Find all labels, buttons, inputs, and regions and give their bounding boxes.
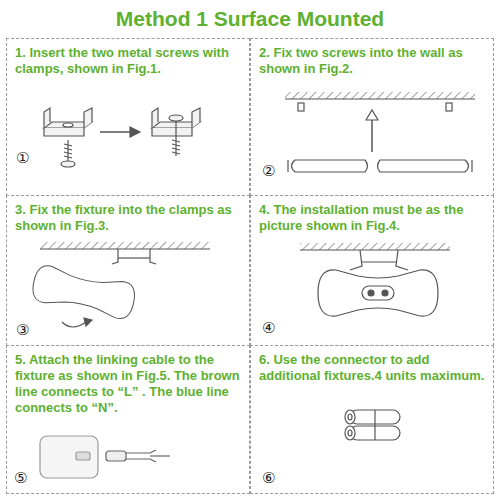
callout-number: ① — [16, 150, 29, 167]
ceiling-tube-figure — [285, 92, 475, 172]
step-instruction: 6. Use the connector to add additional f… — [259, 352, 485, 384]
step-panel: 6. Use the connector to add additional f… — [250, 345, 494, 494]
fixture-insert-figure — [30, 242, 210, 327]
callout-number: ⑥ — [262, 470, 275, 487]
step-instruction: 2. Fix two screws into the wall as shown… — [259, 45, 485, 77]
step-instruction: 5. Attach the linking cable to the fixtu… — [15, 352, 241, 416]
callout-number: ④ — [262, 320, 275, 337]
step-panel: 5. Attach the linking cable to the fixtu… — [6, 345, 250, 494]
step-instruction: 4. The installation must be as the pictu… — [259, 202, 485, 234]
step-instruction: 3. Fix the fixture into the clamps as sh… — [15, 202, 241, 234]
cable-plug-figure — [40, 436, 170, 478]
step-panel: 2. Fix two screws into the wall as shown… — [250, 38, 494, 196]
step-panel: 4. The installation must be as the pictu… — [250, 195, 494, 346]
callout-number: ⑤ — [14, 470, 27, 487]
step-panel: 3. Fix the fixture into the clamps as sh… — [6, 195, 250, 346]
step-panel: 1. Insert the two metal screws with clam… — [6, 38, 250, 196]
callout-number: ③ — [16, 322, 29, 339]
callout-number: ② — [262, 163, 275, 180]
step-instruction: 1. Insert the two metal screws with clam… — [15, 45, 241, 77]
connector-figure — [345, 410, 400, 440]
installed-fixture-figure — [300, 243, 450, 316]
clamp-screw-figure — [44, 108, 200, 167]
page-title: Method 1 Surface Mounted — [0, 6, 500, 32]
